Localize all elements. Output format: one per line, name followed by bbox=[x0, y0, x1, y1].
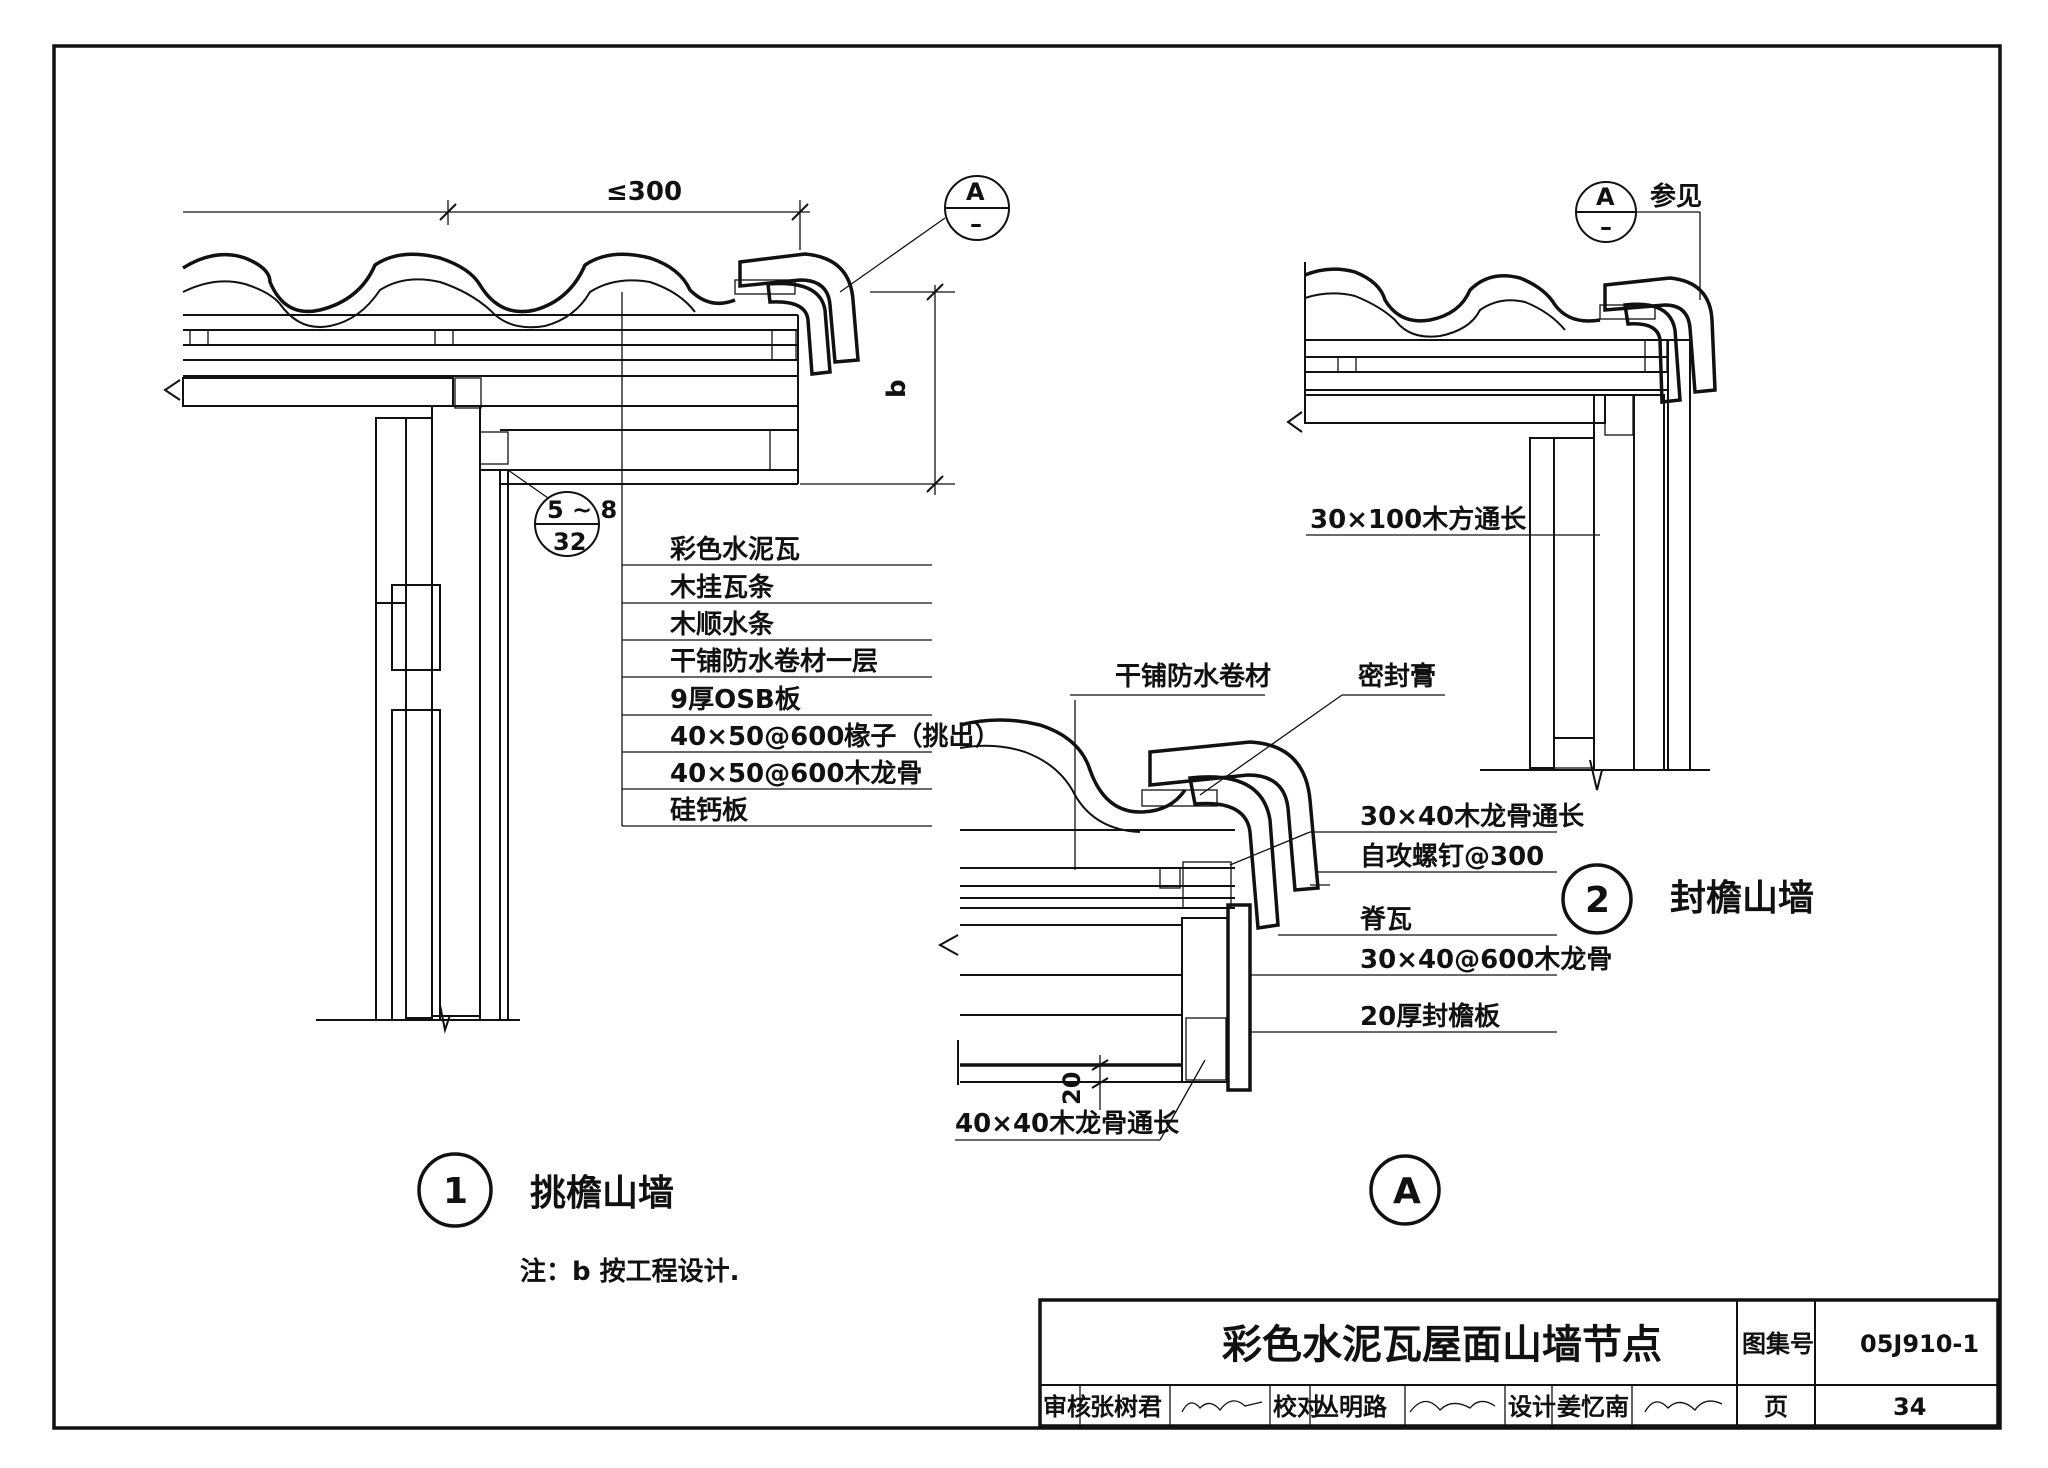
a-dim-20: 20 bbox=[1058, 1072, 1086, 1105]
membrane-label: 干铺防水卷材 bbox=[1115, 662, 1271, 692]
detail-2-number: 2 bbox=[1585, 880, 1610, 921]
signature-reviewer bbox=[1181, 1400, 1263, 1413]
signature-checker bbox=[1409, 1400, 1496, 1413]
layer-label-7: 40×50@600木龙骨 bbox=[670, 759, 922, 789]
dim-width-label: ≤300 bbox=[606, 177, 682, 207]
detail-1-title: 挑檐山墙 bbox=[530, 1173, 674, 1214]
a-label-2: 自攻螺钉@300 bbox=[1360, 841, 1544, 872]
detail-a-symbol: A bbox=[1393, 1171, 1421, 1212]
wood-beam-label: 30×100木方通长 bbox=[1310, 504, 1527, 535]
review-label: 审核 bbox=[1043, 1393, 1091, 1421]
title-block-frame bbox=[1038, 1298, 2000, 1428]
signature-designer bbox=[1644, 1400, 1723, 1413]
dim-height-label: b bbox=[882, 379, 912, 398]
detail-1-number: 1 bbox=[443, 1171, 468, 1212]
detail-2-drawing bbox=[1286, 181, 1717, 935]
layer-label-4: 干铺防水卷材一层 bbox=[670, 647, 878, 677]
callout-a-top: A bbox=[966, 178, 985, 206]
page-label: 页 bbox=[1764, 1393, 1788, 1421]
a-label-3: 脊瓦 bbox=[1359, 905, 1412, 935]
ref-top: 5 ~ 8 bbox=[547, 496, 617, 524]
check-label: 校对 bbox=[1273, 1393, 1321, 1421]
checker-name: 丛明路 bbox=[1315, 1393, 1388, 1421]
atlas-label: 图集号 bbox=[1742, 1330, 1814, 1358]
a-label-5: 20厚封檐板 bbox=[1360, 1001, 1500, 1032]
sealant-label: 密封膏 bbox=[1358, 661, 1436, 692]
callout-2-top: A bbox=[1596, 183, 1615, 211]
reviewer-name: 张树君 bbox=[1090, 1393, 1162, 1421]
ref-bottom: 32 bbox=[553, 528, 586, 556]
detail-2-title: 封檐山墙 bbox=[1670, 878, 1814, 919]
layer-label-1: 彩色水泥瓦 bbox=[669, 534, 800, 565]
a-label-1: 30×40木龙骨通长 bbox=[1360, 802, 1585, 832]
detail-1-drawing bbox=[163, 175, 1010, 1228]
sheet-border bbox=[52, 44, 2002, 1430]
layer-label-3: 木顺水条 bbox=[669, 610, 775, 640]
page-number: 34 bbox=[1893, 1393, 1926, 1421]
callout-2-bottom: – bbox=[1600, 213, 1612, 241]
layer-label-6: 40×50@600椽子（挑出） bbox=[670, 722, 1000, 752]
detail-1-note: 注：b 按工程设计. bbox=[520, 1256, 740, 1287]
design-label: 设计 bbox=[1508, 1393, 1556, 1421]
a-label-4: 30×40@600木龙骨 bbox=[1360, 945, 1612, 975]
layer-label-2: 木挂瓦条 bbox=[669, 573, 775, 603]
see-also-label: 参见 bbox=[1650, 181, 1702, 212]
sheet-title: 彩色水泥瓦屋面山墙节点 bbox=[1222, 1322, 1662, 1368]
atlas-number: 05J910-1 bbox=[1860, 1330, 1979, 1358]
layer-label-8: 硅钙板 bbox=[670, 796, 748, 826]
designer-name: 姜忆南 bbox=[1557, 1393, 1629, 1421]
detail-a-drawing bbox=[937, 694, 1557, 1226]
a-label-bottom: 40×40木龙骨通长 bbox=[955, 1109, 1180, 1139]
callout-a-bottom: – bbox=[970, 210, 982, 238]
layer-label-5: 9厚OSB板 bbox=[670, 685, 801, 715]
